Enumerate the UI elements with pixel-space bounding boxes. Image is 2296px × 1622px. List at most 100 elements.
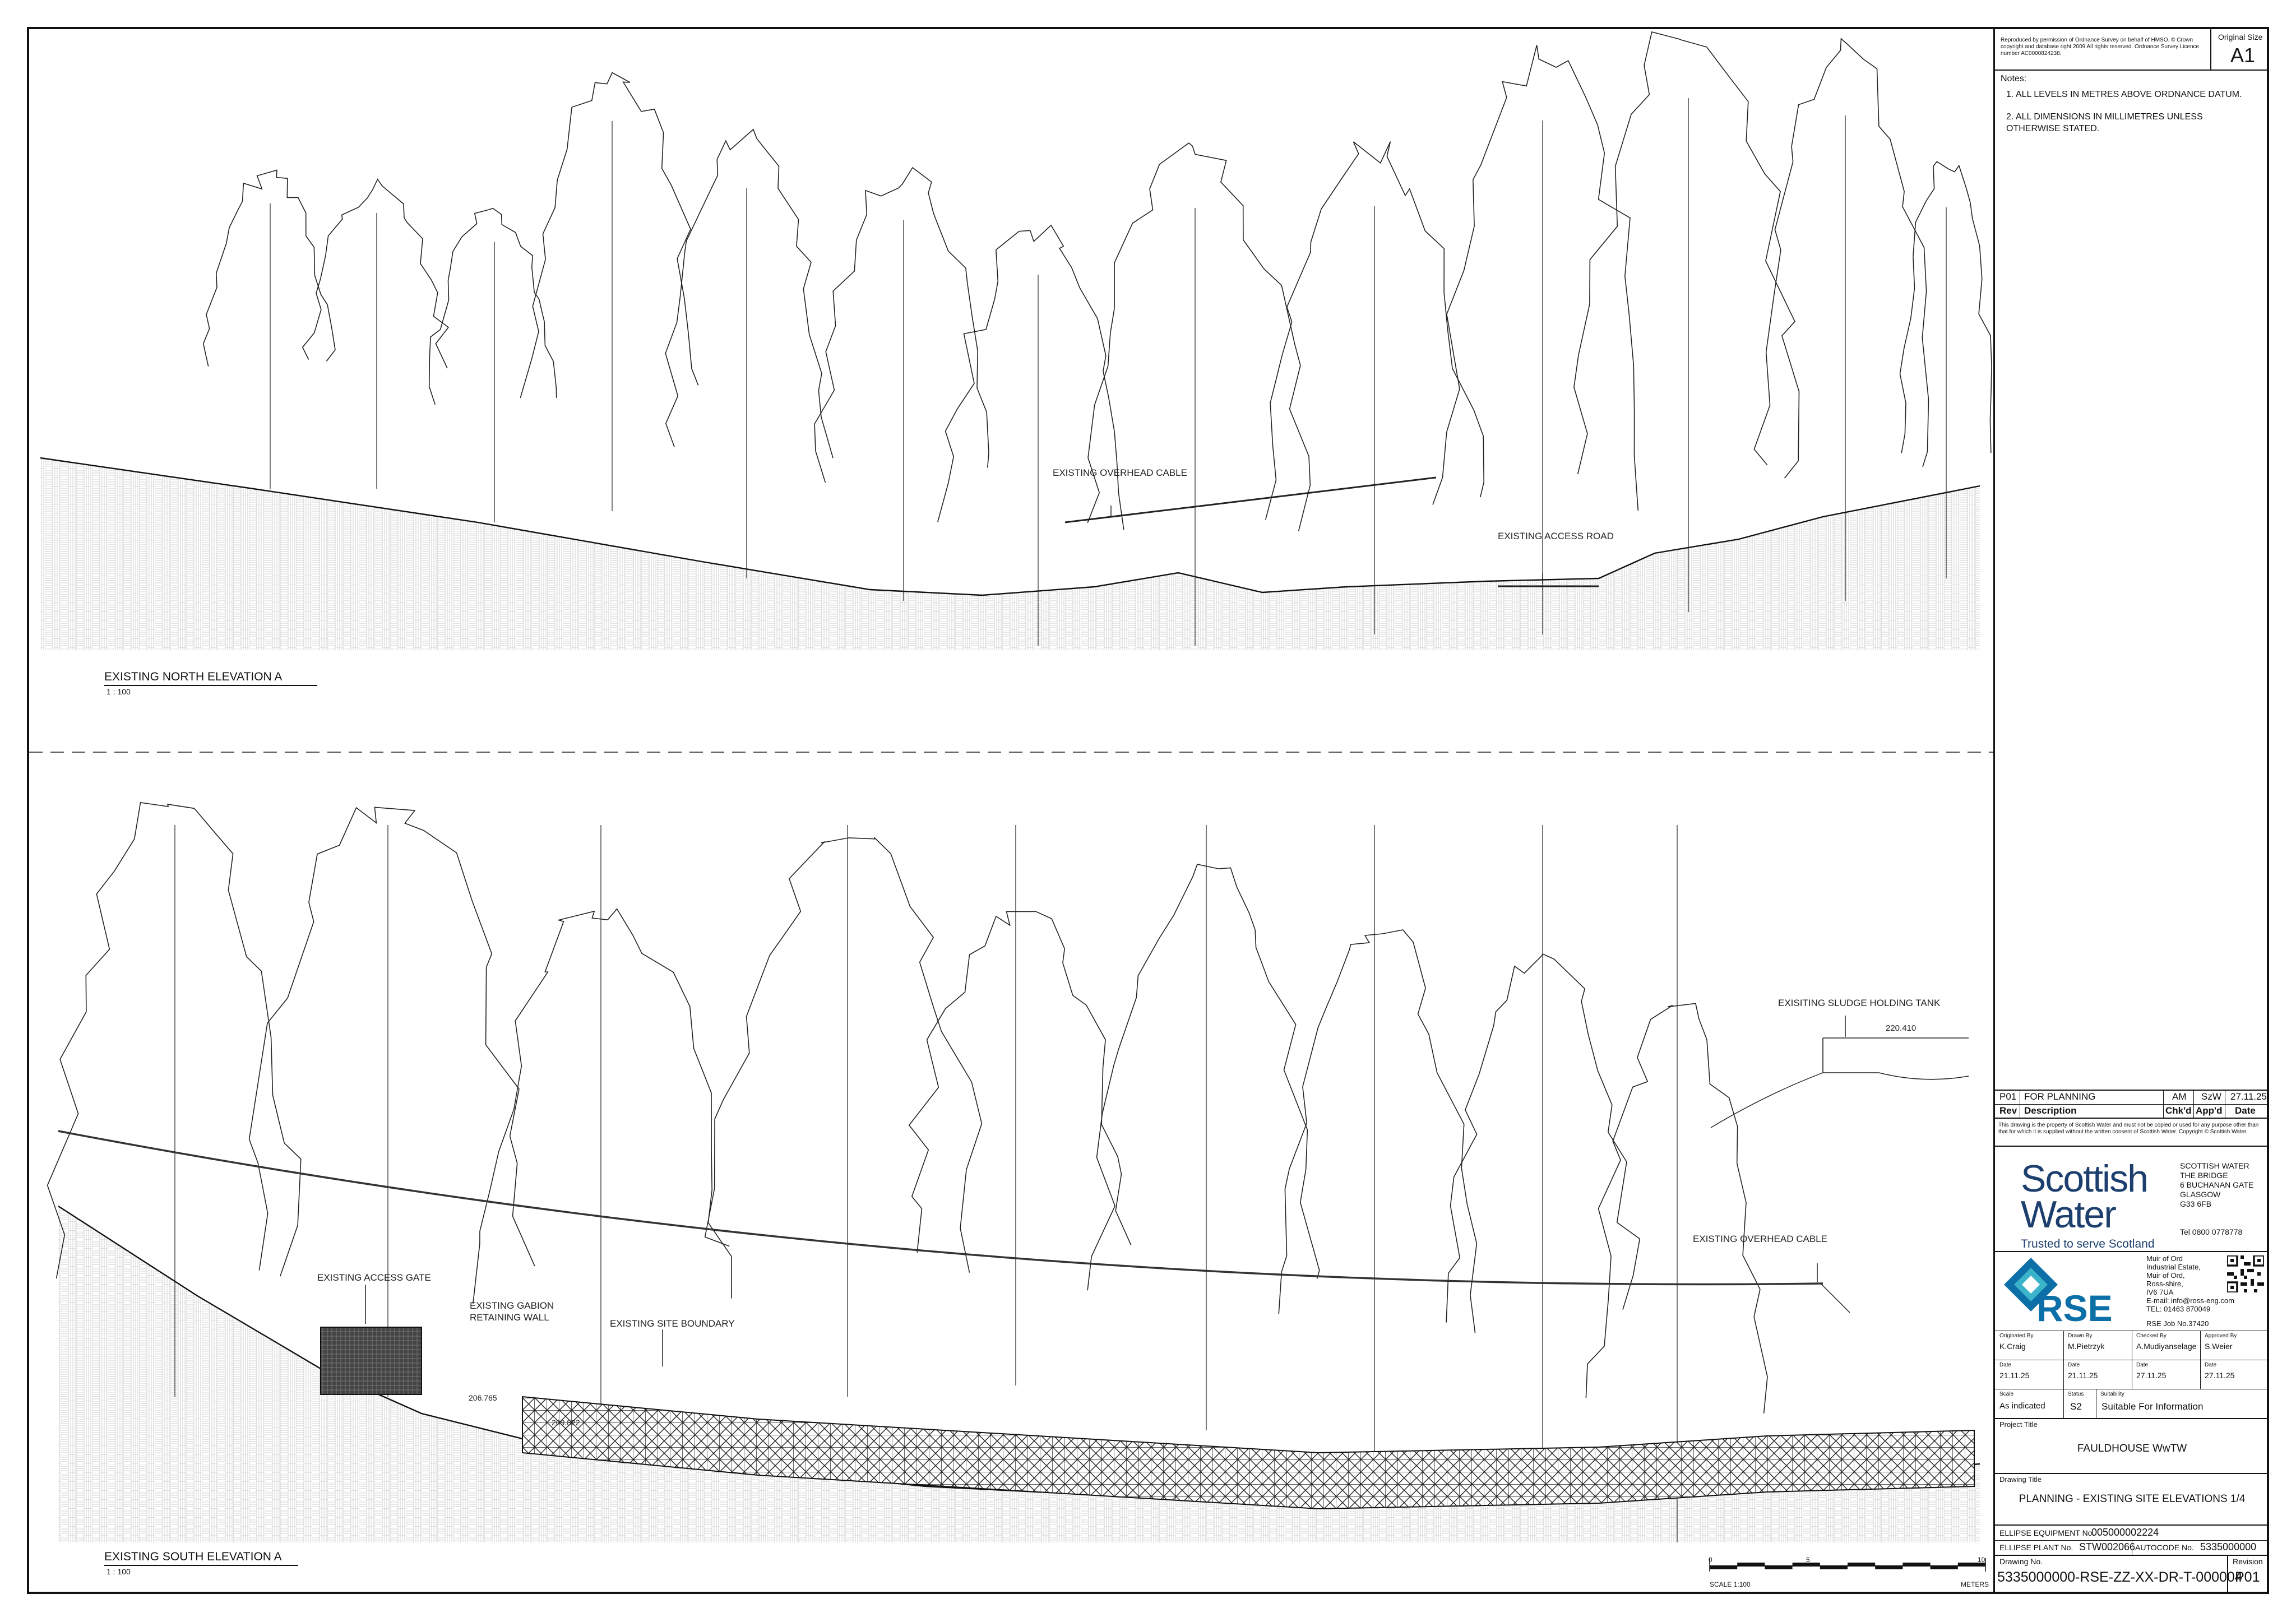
note-2: 2. ALL DIMENSIONS IN MILLIMETRES UNLESS … — [2006, 112, 2203, 133]
north-elevation — [40, 31, 1992, 650]
checked-by: A.Mudiyanselage — [2136, 1342, 2197, 1351]
scale-bar-seg-6 — [1848, 1563, 1876, 1566]
rev-row-date: 27.11.25 — [2230, 1091, 2267, 1102]
south-gabion-wall — [522, 1396, 1975, 1510]
date-orig-label: Date — [1999, 1362, 2012, 1368]
rev-header-appd: App'd — [2196, 1105, 2223, 1116]
scale-bar-seg-3 — [1765, 1566, 1793, 1569]
south-tree-9 — [1585, 1003, 1768, 1414]
status-label: Status — [2068, 1391, 2084, 1397]
autocode-label: AUTOCODE No. — [2135, 1543, 2194, 1552]
date-approved: 27.11.25 — [2205, 1371, 2235, 1380]
rev-row-description: FOR PLANNING — [2024, 1091, 2096, 1102]
sheet-frame — [27, 27, 2269, 1594]
south-elevation-title: EXISTING SOUTH ELEVATION A — [104, 1550, 298, 1566]
property-note: This drawing is the property of Scottish… — [1998, 1122, 2259, 1135]
scale-bar-mid: 5 — [1806, 1556, 1810, 1564]
suitability-value: Suitable For Information — [2101, 1401, 2204, 1412]
north-tree-1 — [202, 169, 336, 367]
south-ground-fill — [58, 1206, 1980, 1542]
suitability-label: Suitability — [2100, 1391, 2124, 1397]
project-title: FAULDHOUSE WwTW — [2077, 1443, 2187, 1454]
scale-label: Scale — [1999, 1391, 2014, 1397]
scale-bar-start: 0 — [1709, 1556, 1712, 1564]
client-address-3: 6 BUCHANAN GATE — [2180, 1180, 2254, 1189]
ellipse-plant-label: ELLIPSE PLANT No. — [1999, 1543, 2073, 1552]
north-tree-10 — [1432, 45, 1639, 511]
client-tel: Tel 0800 0778778 — [2180, 1227, 2243, 1236]
label-sludge-tank: EXISITING SLUDGE HOLDING TANK — [1778, 998, 1941, 1008]
client-address-1: SCOTTISH WATER — [2180, 1161, 2249, 1170]
consultant-address-3: Muir of Ord, — [2146, 1271, 2185, 1280]
rse-logo-icon — [2004, 1258, 2058, 1311]
date-drawn: 21.11.25 — [2068, 1371, 2098, 1380]
south-access-gate — [320, 1327, 422, 1395]
scale-bar-seg-10 — [1957, 1563, 1985, 1566]
rev-header-chkd: Chk'd — [2165, 1105, 2192, 1116]
original-size-label: Original Size — [2218, 33, 2263, 41]
client-logo-line2: Water — [2021, 1193, 2117, 1236]
consultant-address-1: Muir of Ord — [2146, 1254, 2183, 1263]
scale-bar-seg-5 — [1820, 1566, 1848, 1569]
drawing-title: PLANNING - EXISTING SITE ELEVATIONS 1/4 — [2019, 1493, 2246, 1505]
client-address-4: GLASGOW — [2180, 1190, 2221, 1199]
consultant-logo-text: RSE — [2036, 1287, 2113, 1329]
label-level-2: 209.822 — [552, 1418, 580, 1427]
south-tree-8 — [1446, 953, 1641, 1323]
client-address-2: THE BRIDGE — [2180, 1171, 2228, 1180]
consultant-address-4: Ross-shire, — [2146, 1280, 2183, 1288]
scale-bar-seg-2 — [1737, 1563, 1765, 1566]
scale-bar-seg-9 — [1930, 1566, 1958, 1569]
north-overhead-cable — [1064, 476, 1437, 523]
scale-bar-seg-7 — [1875, 1566, 1903, 1569]
north-tree-11 — [1573, 31, 1800, 479]
north-tree-13 — [1899, 161, 1992, 453]
revision-label: Revision — [2233, 1557, 2263, 1566]
south-tree-1 — [47, 801, 302, 1279]
project-title-label: Project Title — [1999, 1420, 2038, 1429]
south-tank-bank — [1710, 1072, 1823, 1128]
north-tree-6 — [814, 166, 989, 483]
north-tree-12 — [1753, 38, 1929, 467]
rev-header-description: Description — [2024, 1105, 2077, 1116]
south-elevation-scale: 1 : 100 — [107, 1567, 131, 1576]
drawn-by-label: Drawn By — [2068, 1333, 2093, 1339]
client-address-5: G33 6FB — [2180, 1199, 2212, 1208]
rev-header-rev: Rev — [1999, 1105, 2017, 1116]
label-access-road: EXISTING ACCESS ROAD — [1498, 531, 1614, 541]
north-elevation-scale: 1 : 100 — [107, 687, 131, 696]
label-gabion-wall-line1: EXISTING GABION — [470, 1300, 554, 1311]
drawing-number: 5335000000-RSE-ZZ-XX-DR-T-000004 — [1997, 1569, 2243, 1585]
south-elevation — [47, 801, 1980, 1542]
south-tree-5 — [908, 911, 1132, 1253]
label-site-boundary: EXISTING SITE BOUNDARY — [610, 1318, 735, 1329]
date-originated: 21.11.25 — [1999, 1371, 2030, 1380]
scale-bar — [1709, 1558, 1986, 1572]
elevation-drawing — [29, 31, 1993, 1572]
north-ground-fill — [40, 458, 1980, 650]
qr-code-icon — [2227, 1255, 2264, 1292]
title-block: Reproduced by permission of Ordnance Sur… — [1993, 27, 2269, 1594]
scale-bar-caption: SCALE 1:100 — [1710, 1581, 1751, 1588]
copyright-note: Reproduced by permission of Ordnance Sur… — [2001, 37, 2200, 57]
label-gabion-wall-line2: RETAINING WALL — [470, 1312, 549, 1323]
north-elevation-title: EXISTING NORTH ELEVATION A — [104, 670, 317, 686]
north-tree-2 — [302, 178, 450, 369]
consultant-address-2: Industrial Estate, — [2146, 1263, 2201, 1271]
note-1: 1. ALL LEVELS IN METRES ABOVE ORDNANCE D… — [2006, 90, 2242, 99]
checked-by-label: Checked By — [2136, 1333, 2167, 1339]
ellipse-equipment-label: ELLIPSE EQUIPMENT No. — [1999, 1528, 2095, 1537]
south-overhead-cable — [58, 1130, 1823, 1286]
scale-bar-unit: METERS — [1961, 1581, 1989, 1588]
approved-by: S.Weier — [2205, 1342, 2233, 1351]
north-tree-7 — [937, 224, 1124, 530]
rev-row-chkd: AM — [2172, 1091, 2187, 1102]
label-overhead-cable-north: EXISTING OVERHEAD CABLE — [1053, 467, 1187, 478]
label-overhead-cable-south: EXISTING OVERHEAD CABLE — [1693, 1234, 1827, 1244]
consultant-address-5: IV6 7UA — [2146, 1288, 2174, 1296]
approved-by-label: Approved By — [2205, 1333, 2237, 1339]
north-tree-3 — [428, 207, 557, 405]
scale-bar-seg-4 — [1792, 1563, 1820, 1566]
rev-row-rev: P01 — [1999, 1091, 2017, 1102]
south-tree-6 — [1087, 864, 1320, 1291]
